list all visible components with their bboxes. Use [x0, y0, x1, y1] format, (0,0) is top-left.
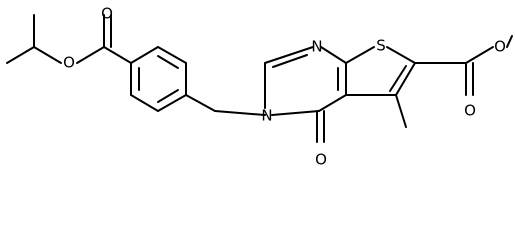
pyrimidine-bond-carbonyl-carbon-to-n [271, 110, 320, 116]
benzene-bond-1 [130, 46, 159, 64]
pyrimidine-bond-top-carbon-to-n [264, 46, 314, 64]
bond-methylene-to-nitrogen [214, 110, 266, 116]
bond-left-ester-single-o-carbon [76, 46, 105, 64]
atom-label-oxygen: O [63, 54, 75, 72]
chemical-structure-diagram: O O N S N O O O [6, 4, 513, 169]
bond-benzene-to-methylene [185, 94, 216, 112]
atom-label-sulfur: S [376, 37, 386, 55]
pyrimidine-double-top-carbon-to-n [272, 54, 308, 68]
right-ester-o-methyl [506, 35, 513, 48]
bond-isopropyl-to-oxygen [33, 46, 62, 64]
methyl-bond [395, 94, 407, 128]
bond-left-ester-to-ring [103, 46, 132, 64]
bond-isopropyl-left-methyl [6, 46, 35, 64]
atom-label-nitrogen: N [311, 38, 322, 56]
pyrimidine-bond-n-to-fused-carbon [320, 46, 347, 64]
molecule-drawing: O O N S N O O O [6, 5, 513, 169]
right-ester-single-o [465, 46, 494, 64]
benzene-bond-2 [157, 46, 187, 64]
atom-label-oxygen: O [494, 38, 506, 56]
thiophene-double-right [389, 65, 407, 92]
thiophene-bond-fused-to-s [345, 46, 375, 64]
atom-label-nitrogen: N [261, 107, 272, 125]
thiophene-bond-s-to-carbon [386, 46, 416, 64]
benzene-inner-double-2 [157, 89, 179, 103]
pyrimidine-bond-fused-to-carbonyl-carbon [318, 94, 347, 112]
benzene-bond-4 [157, 94, 187, 112]
atom-label-oxygen: O [101, 5, 113, 23]
bond-layer [6, 14, 513, 143]
atom-label-layer: O O N S N O O O [63, 5, 506, 169]
atom-label-oxygen: O [464, 102, 476, 120]
benzene-bond-5 [130, 94, 159, 112]
benzene-inner-double-1 [157, 55, 179, 69]
thiophene-bond-right-carbon-down [395, 62, 416, 96]
atom-label-oxygen: O [315, 151, 327, 169]
